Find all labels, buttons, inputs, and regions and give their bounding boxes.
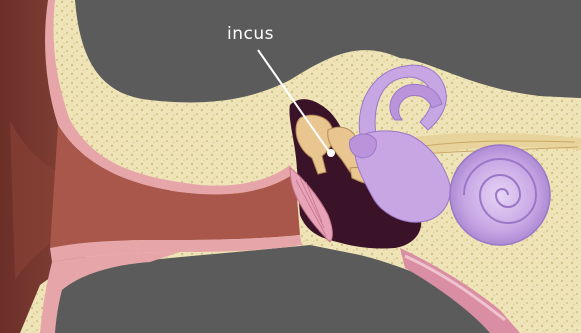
incus-label: incus [227,24,274,44]
leader-line-dot [327,149,335,157]
